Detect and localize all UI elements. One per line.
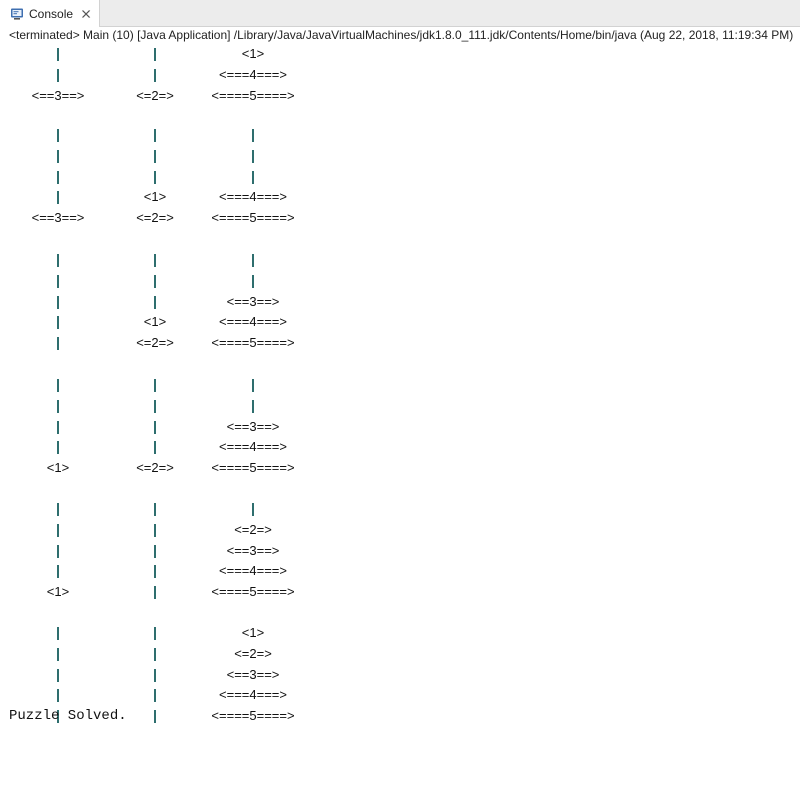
peg-pole: | (57, 149, 59, 163)
disk: <===4===> (219, 439, 287, 455)
disk: <1> (46, 460, 70, 476)
peg-pole: | (154, 274, 156, 288)
peg-pole: | (154, 523, 156, 537)
close-icon[interactable] (81, 9, 91, 19)
disk: <===4===> (219, 314, 287, 330)
peg-pole: | (154, 441, 156, 455)
disk: <==3==> (226, 666, 280, 682)
peg-pole: | (57, 379, 59, 392)
peg-pole: | (57, 668, 59, 682)
peg-pole: | (57, 503, 59, 516)
disk: <=2=> (136, 335, 174, 351)
tower-frame: | | <1> | | <===4===> <==3==> <=2=> <====5====> (0, 44, 800, 148)
console-tab[interactable]: Console (0, 0, 101, 27)
peg-pole: | (252, 170, 254, 184)
tower-frame: | | | | | <=2=> | | <==3==> | | <===4===> <1> | <====5… (0, 499, 800, 603)
peg-pole: | (57, 295, 59, 309)
peg-pole: | (57, 316, 59, 330)
peg-pole: | (154, 379, 156, 392)
console-tab-label: Console (29, 6, 74, 21)
disk: <==3==> (31, 210, 85, 226)
peg-pole: | (252, 274, 254, 288)
disk: <1> (143, 314, 167, 330)
disk: <1> (241, 46, 265, 61)
disk: <1> (241, 625, 265, 640)
peg-pole: | (57, 523, 59, 537)
peg-pole: | (57, 710, 59, 724)
peg-pole: | (154, 586, 156, 600)
peg-pole: | (57, 274, 59, 288)
peg-pole: | (154, 503, 156, 516)
peg-pole: | (252, 254, 254, 267)
peg-pole: | (154, 149, 156, 163)
disk: <====5====> (211, 708, 295, 724)
process-status-line: <terminated> Main (10) [Java Application… (9, 28, 794, 42)
disk: <====5====> (211, 210, 295, 226)
peg-pole: | (154, 689, 156, 703)
console-monitor-icon (10, 7, 24, 21)
disk: <====5====> (211, 87, 295, 103)
disk: <==3==> (226, 542, 280, 558)
peg-pole: | (57, 129, 59, 142)
disk: <==3==> (226, 418, 280, 434)
peg-pole: | (154, 48, 156, 61)
console-output[interactable]: ||<1>||<===4===><==3==><=2=><====5====>|… (0, 44, 800, 785)
peg-pole: | (154, 647, 156, 661)
tower-frame: | | | | | | | | <==3==> | <1> <===4===> | <=2=> <====5… (0, 250, 800, 354)
peg-pole: | (57, 441, 59, 455)
peg-pole: | (252, 399, 254, 413)
peg-pole: | (154, 668, 156, 682)
peg-pole: | (252, 149, 254, 163)
console-tab-bar: Console (0, 0, 800, 27)
peg-pole: | (252, 129, 254, 142)
peg-pole: | (154, 399, 156, 413)
disk: <====5====> (211, 584, 295, 600)
peg-pole: | (154, 710, 156, 724)
disk: <====5====> (211, 460, 295, 476)
peg-pole: | (154, 68, 156, 82)
disk: <=2=> (136, 87, 174, 103)
disk: <1> (143, 189, 167, 205)
peg-pole: | (154, 627, 156, 640)
disk: <=2=> (136, 460, 174, 476)
peg-pole: | (154, 170, 156, 184)
peg-pole: | (154, 254, 156, 267)
peg-pole: | (57, 170, 59, 184)
peg-pole: | (57, 399, 59, 413)
disk: <===4===> (219, 563, 287, 579)
peg-pole: | (57, 337, 59, 351)
disk: <1> (46, 584, 70, 600)
tower-frame: | | | | | | | | | | <1> <===4===> <==3==> <=2=> <====5… (0, 125, 800, 229)
peg-pole: | (154, 420, 156, 434)
peg-pole: | (57, 420, 59, 434)
disk: <===4===> (219, 189, 287, 205)
peg-pole: | (154, 565, 156, 579)
peg-pole: | (57, 627, 59, 640)
disk: <==3==> (226, 293, 280, 309)
peg-pole: | (57, 565, 59, 579)
disk: <===4===> (219, 66, 287, 82)
tower-frame: | | <1> | | <=2=> | | <==3==> | | <===4===> | | <====5… (0, 623, 800, 727)
peg-pole: | (154, 295, 156, 309)
peg-pole: | (57, 48, 59, 61)
peg-pole: | (252, 503, 254, 516)
disk: <=2=> (234, 521, 272, 537)
peg-pole: | (154, 129, 156, 142)
peg-pole: | (57, 544, 59, 558)
peg-pole: | (252, 379, 254, 392)
peg-pole: | (57, 191, 59, 205)
disk: <====5====> (211, 335, 295, 351)
peg-pole: | (57, 647, 59, 661)
disk: <=2=> (136, 210, 174, 226)
disk: <=2=> (234, 645, 272, 661)
peg-pole: | (57, 254, 59, 267)
final-message: Puzzle Solved. (9, 708, 127, 724)
peg-pole: | (57, 689, 59, 703)
tower-frame: | | | | | | | | <==3==> | | <===4===> <1> <=2=> <====5… (0, 375, 800, 479)
disk: <===4===> (219, 687, 287, 703)
peg-pole: | (57, 68, 59, 82)
disk: <==3==> (31, 87, 85, 103)
peg-pole: | (154, 544, 156, 558)
